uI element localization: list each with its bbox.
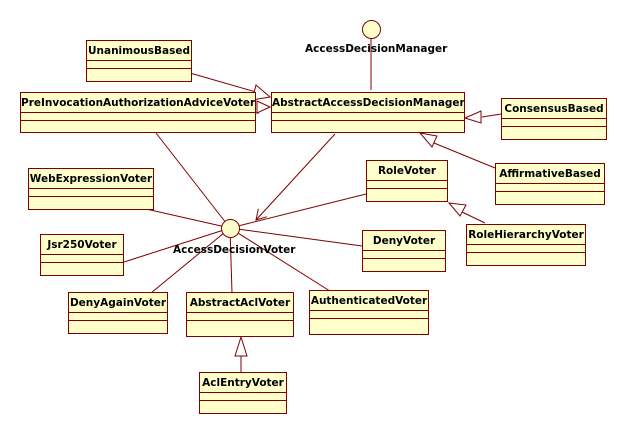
class-web-expression-voter[interactable]: WebExpressionVoter xyxy=(28,168,154,210)
class-authenticated-voter[interactable]: AuthenticatedVoter xyxy=(309,290,429,335)
class-name: ConsensusBased xyxy=(502,99,606,119)
class-name: AclEntryVoter xyxy=(200,373,286,393)
class-name: RoleVoter xyxy=(367,161,447,181)
class-name: AuthenticatedVoter xyxy=(310,291,428,311)
class-name: AffirmativeBased xyxy=(496,164,604,184)
class-consensus-based[interactable]: ConsensusBased xyxy=(501,98,607,140)
class-deny-voter[interactable]: DenyVoter xyxy=(362,230,446,272)
affirmative-generalization-head xyxy=(418,132,438,148)
rolehierarchy-generalization xyxy=(461,211,486,224)
class-acl-entry-voter[interactable]: AclEntryVoter xyxy=(199,372,287,414)
realization-web-expression xyxy=(145,208,231,229)
class-deny-again-voter[interactable]: DenyAgainVoter xyxy=(68,292,168,334)
access-decision-manager-label: AccessDecisionManager xyxy=(305,43,448,55)
class-name: AbstractAccessDecisionManager xyxy=(272,93,465,113)
consensus-generalization-head xyxy=(463,110,482,124)
class-jsr250-voter[interactable]: Jsr250Voter xyxy=(40,234,124,276)
class-name: PreInvocationAuthorizationAdviceVoter xyxy=(21,93,255,113)
class-name: Jsr250Voter xyxy=(41,235,123,255)
realization-authenticated xyxy=(229,227,334,294)
consensus-generalization xyxy=(481,113,502,118)
access-decision-voter-interface-icon xyxy=(221,219,240,238)
class-abstract-acl-voter[interactable]: AbstractAclVoter xyxy=(186,292,294,337)
class-pre-invocation-authorization-advice-voter[interactable]: PreInvocationAuthorizationAdviceVoter xyxy=(20,92,256,133)
class-name: WebExpressionVoter xyxy=(29,169,153,189)
aclentry-generalization-head xyxy=(234,335,248,357)
class-unanimous-based[interactable]: UnanimousBased xyxy=(86,40,192,82)
class-name: UnanimousBased xyxy=(87,41,191,61)
access-decision-voter-label: AccessDecisionVoter xyxy=(173,244,296,256)
realization-abstract-acl xyxy=(229,227,233,294)
class-role-voter[interactable]: RoleVoter xyxy=(366,160,448,202)
class-name: DenyVoter xyxy=(363,231,445,251)
manager-uses-voter xyxy=(256,133,336,220)
class-name: RoleHierarchyVoter xyxy=(467,225,585,245)
class-name: AbstractAclVoter xyxy=(187,293,293,313)
realization-pre-invocation xyxy=(155,132,231,229)
class-abstract-access-decision-manager[interactable]: AbstractAccessDecisionManager xyxy=(271,92,465,133)
class-role-hierarchy-voter[interactable]: RoleHierarchyVoter xyxy=(466,224,586,266)
affirmative-generalization xyxy=(433,142,496,169)
class-name: DenyAgainVoter xyxy=(69,293,167,313)
pre-invocation-generalization-head xyxy=(256,100,272,114)
rolehierarchy-generalization-head xyxy=(447,202,467,217)
unanimous-generalization xyxy=(189,72,257,93)
realization-role xyxy=(229,193,367,229)
realization-deny xyxy=(229,227,363,247)
class-affirmative-based[interactable]: AffirmativeBased xyxy=(495,163,605,205)
access-decision-manager-interface-icon xyxy=(362,20,381,39)
realization-deny-again xyxy=(150,227,231,294)
realization-jsr250 xyxy=(123,227,231,263)
